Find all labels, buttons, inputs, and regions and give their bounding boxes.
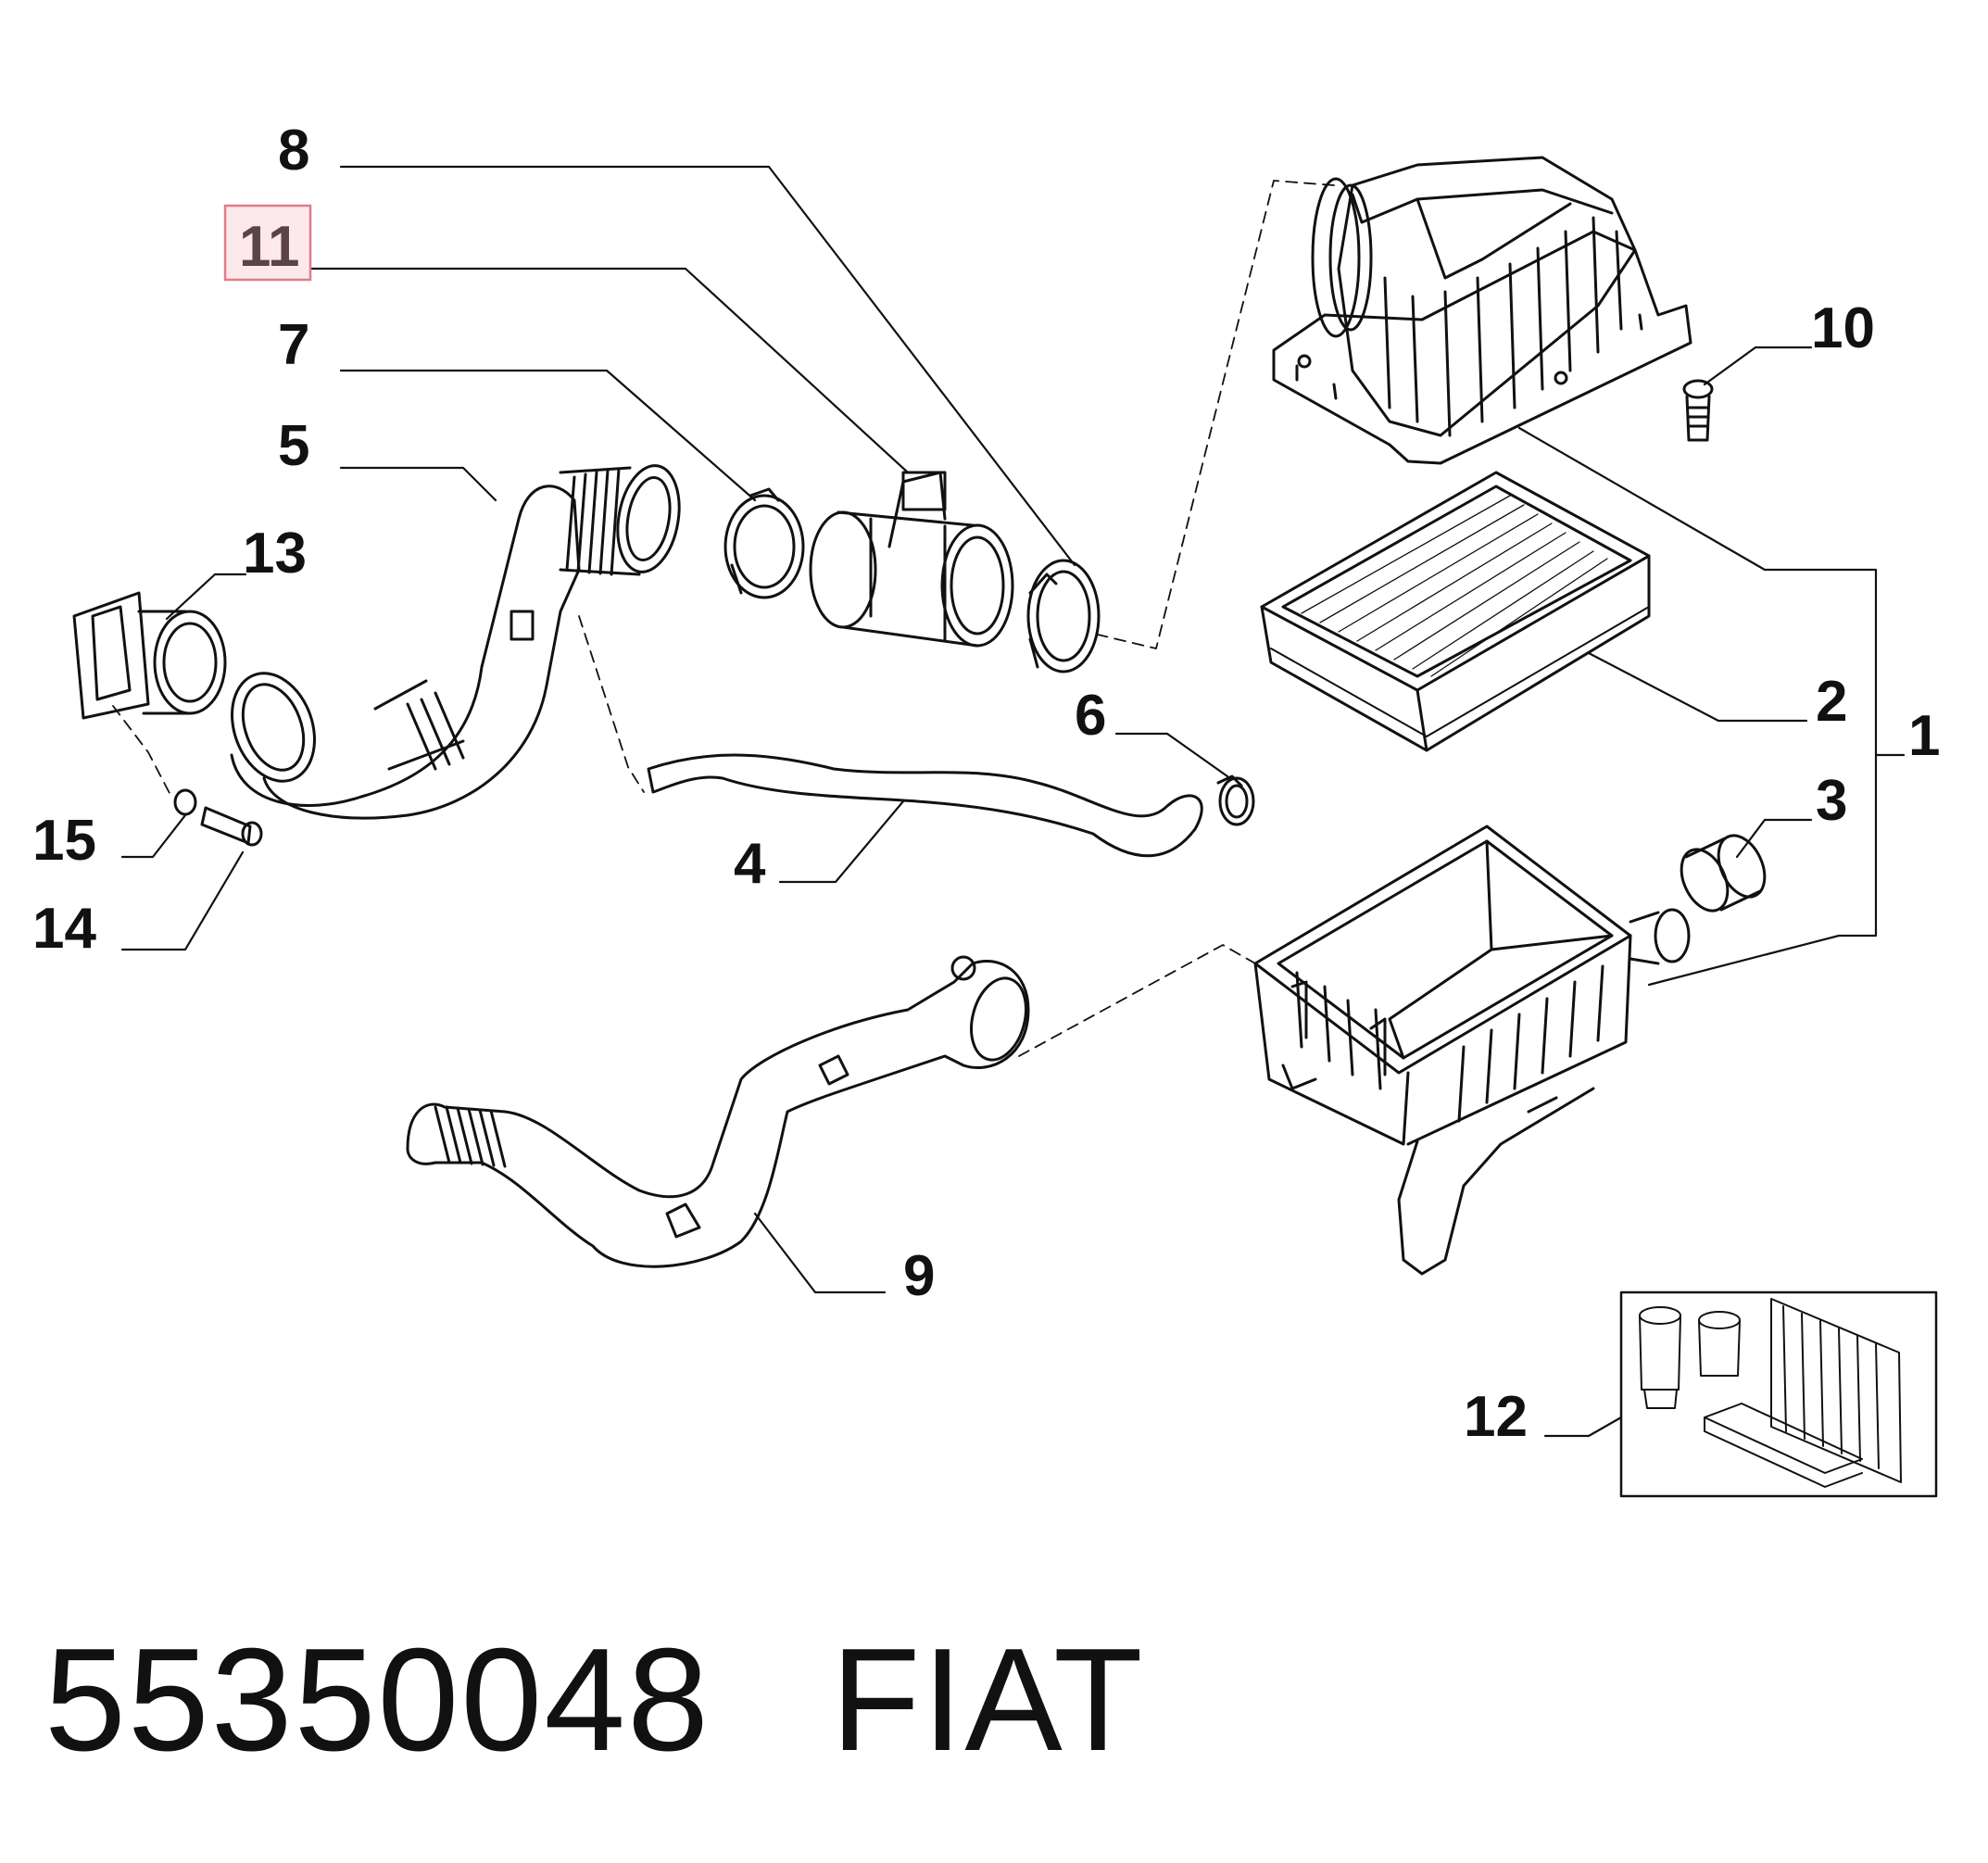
- assembly-line-airbox: [1097, 180, 1335, 649]
- leader-13: [165, 573, 247, 621]
- leader-12: [1543, 1416, 1623, 1438]
- leader-6: [1114, 732, 1229, 778]
- assembly-line-flange: [112, 705, 172, 798]
- callout-2: 2: [1816, 670, 1847, 734]
- brand-name: FIAT: [830, 1618, 1145, 1781]
- grommet-3: [1680, 834, 1767, 913]
- leader-15: [120, 813, 187, 859]
- assembly-lines: [112, 180, 1335, 1057]
- callout-14: 14: [32, 897, 96, 961]
- callout-4: 4: [734, 832, 766, 896]
- callout-1: 1: [1908, 704, 1940, 768]
- leader-9: [753, 1212, 887, 1294]
- air-filter-icon: [1770, 1298, 1902, 1483]
- hose-clamp-8: [1026, 559, 1101, 673]
- callout-11-highlight: [223, 204, 312, 282]
- part-number: 55350048: [44, 1618, 711, 1781]
- callout-8: 8: [278, 119, 309, 183]
- leader-7: [339, 369, 757, 502]
- leader-14: [120, 850, 245, 951]
- callout-11: 11: [239, 215, 300, 279]
- leader-11: [308, 267, 910, 474]
- callout-9: 9: [903, 1244, 935, 1308]
- intake-hose-5: [230, 464, 681, 820]
- callout-6: 6: [1075, 684, 1106, 748]
- mass-air-flow-meter: [809, 471, 1014, 648]
- hose-clamp-6: [1216, 774, 1255, 826]
- callout-15: 15: [32, 809, 96, 873]
- air-filter-element: [1260, 471, 1651, 752]
- callout-12: 12: [1464, 1385, 1528, 1449]
- flange-13: [72, 591, 227, 720]
- washer-15: [173, 788, 197, 816]
- part-caption: 55350048 FIAT: [44, 1617, 1145, 1784]
- leader-2: [1587, 651, 1808, 723]
- leader-lines: [120, 165, 1906, 1438]
- bolt-14: [200, 806, 263, 847]
- fuel-filter-icon: [1698, 1311, 1741, 1377]
- leader-8: [339, 165, 1076, 567]
- callout-10: 10: [1811, 296, 1875, 360]
- airbox-base: [1253, 825, 1691, 1276]
- assembly-line-breather: [578, 615, 645, 793]
- leader-3: [1735, 818, 1813, 859]
- leader-4: [778, 799, 905, 884]
- leader-1-bracket: [1517, 426, 1878, 987]
- leader-5: [339, 466, 497, 502]
- service-kit-12: [1619, 1290, 1938, 1498]
- airbox-cover: [1272, 156, 1692, 465]
- air-duct-9: [406, 955, 1030, 1268]
- airbox-cover-screw-hole: [1297, 354, 1312, 369]
- callout-13: 13: [243, 522, 307, 585]
- screw-10: [1682, 379, 1714, 442]
- hose-clamp-7: [723, 487, 805, 599]
- callout-7: 7: [278, 313, 309, 377]
- oil-filter-icon: [1639, 1306, 1681, 1409]
- leader-10: [1703, 346, 1813, 386]
- callout-5: 5: [278, 414, 309, 478]
- airbox-cover-screw-hole: [1554, 371, 1568, 385]
- breather-pipe-4: [647, 753, 1203, 858]
- cabin-filter-icon: [1704, 1403, 1863, 1488]
- assembly-line-duct: [1018, 944, 1256, 1057]
- callout-3: 3: [1816, 769, 1847, 833]
- parts-exploded-diagram: 8 11 7 5 13 15 14 4 6 9 10 2 1 3 12: [32, 119, 1940, 1498]
